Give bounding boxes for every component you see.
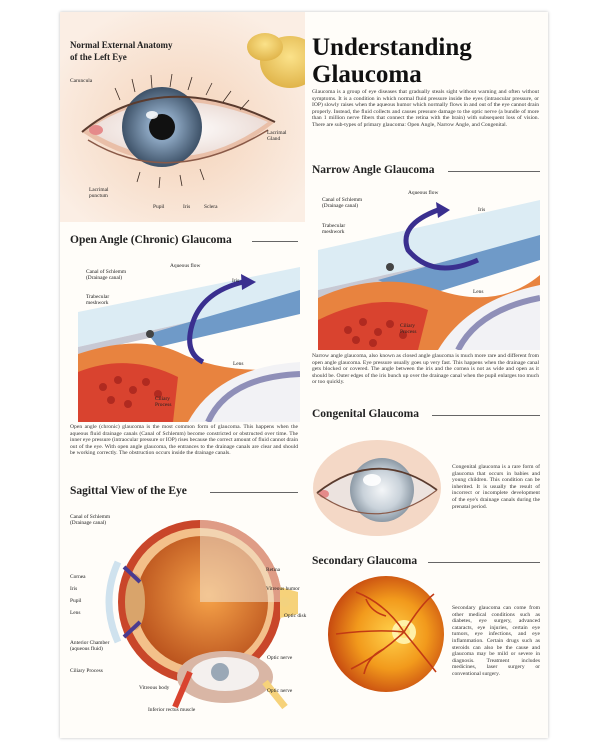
secondary-rule [428,562,540,563]
narrow-label-lens: Lens [473,289,484,295]
external-eye-illustration [60,12,305,222]
sagittal-label-lens: Lens [70,610,81,616]
narrow-label-aqueous: Aqueous flow [408,190,439,196]
congenital-text: Congenital glaucoma is a rare form of gl… [452,464,540,510]
secondary-title: Secondary Glaucoma [312,555,418,567]
sagittal-title: Sagittal View of the Eye [70,485,187,497]
open-angle-rule [252,241,298,242]
narrow-angle-text: Narrow angle glaucoma, also known as clo… [312,353,539,386]
sagittal-label-anterior: Anterior Chamber (aqueous fluid) [70,640,110,652]
congenital-eye-illustration [313,440,441,536]
sagittal-label-retina: Retina [266,567,281,573]
sagittal-eye-illustration [105,520,298,710]
label-pupil: Pupil [153,204,165,210]
narrow-label-trabecular: Trabecular meshwork [322,223,346,235]
sagittal-label-optic-nerve: Optic nerve [267,655,293,661]
label-lacrimal-punctum: Lacrimal punctum [89,187,109,199]
sagittal-label-canal: Canal of Schlemm (Drainage canal) [70,514,111,526]
open-label-lens: Lens [233,361,244,367]
sagittal-label-ciliary: Ciliary Process [70,668,103,674]
sagittal-label-pupil: Pupil [70,598,82,604]
narrow-angle-title: Narrow Angle Glaucoma [312,164,435,176]
narrow-angle-rule [448,171,540,172]
label-caruncula: Caruncula [70,78,93,84]
open-angle-title: Open Angle (Chronic) Glaucoma [70,234,232,246]
open-label-iris: Iris [232,278,240,284]
label-lacrimal-gland: Lacrimal Gland [267,130,287,142]
sagittal-label-optic-disk: Optic disk [284,613,307,619]
sagittal-label-vitreous-body: Vitreous body [139,685,170,691]
congenital-title: Congenital Glaucoma [312,408,420,420]
page-title: Understanding Glaucoma [312,34,472,88]
open-angle-text: Open angle (chronic) glaucoma is the mos… [70,424,298,457]
secondary-fundus-illustration [328,576,444,692]
open-label-trabecular: Trabecular meshwork [86,294,110,306]
narrow-label-canal: Canal of Schlemm (Drainage canal) [322,197,363,209]
glaucoma-poster: Normal External Anatomy of the Left Eye … [60,12,548,738]
label-sclera: Sclera [204,204,218,210]
open-label-aqueous: Aqueous flow [170,263,201,269]
external-anatomy-title: Normal External Anatomy of the Left Eye [70,40,173,62]
congenital-rule [432,415,540,416]
open-angle-illustration [78,252,300,422]
open-label-canal: Canal of Schlemm (Drainage canal) [86,269,127,281]
narrow-angle-illustration [318,180,540,350]
sagittal-label-iris: Iris [70,586,78,592]
narrow-label-iris: Iris [478,207,486,213]
open-label-ciliary: Ciliary Process [155,396,172,408]
label-iris: Iris [183,204,191,210]
narrow-label-ciliary: Ciliary Process [400,323,417,335]
sagittal-label-inferior-rectus: Inferior rectus muscle [148,707,196,713]
intro-text: Glaucoma is a group of eye diseases that… [312,89,539,128]
sagittal-label-optic-nerve-2: Optic nerve [267,688,293,694]
secondary-text: Secondary glaucoma can come from other m… [452,605,540,677]
sagittal-label-vitreous-humor: Vitreous humor [266,586,300,592]
sagittal-rule [210,492,298,493]
sagittal-label-cornea: Cornea [70,574,86,580]
